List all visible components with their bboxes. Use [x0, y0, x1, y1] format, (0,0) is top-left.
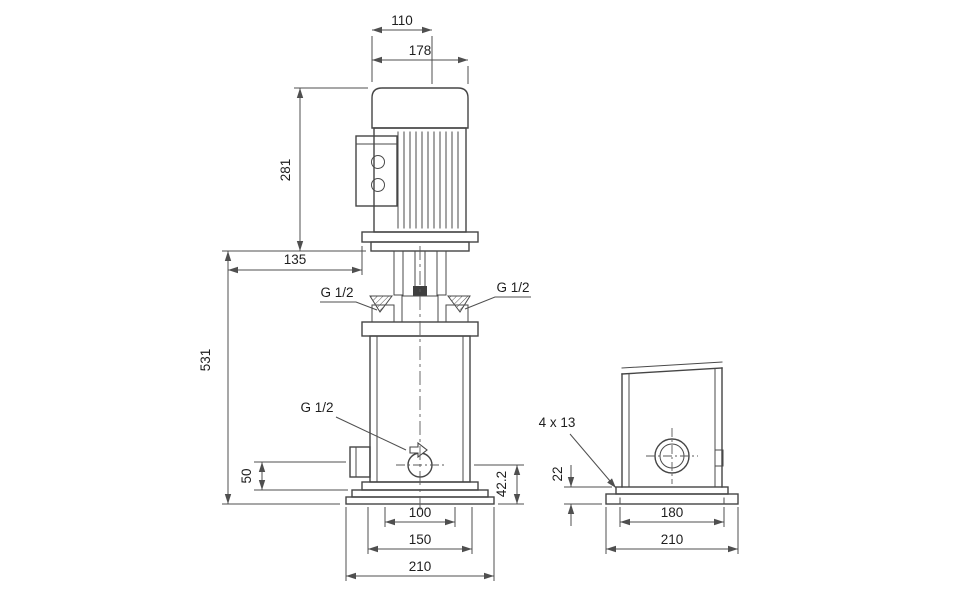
inlet-stub — [349, 446, 371, 478]
port-label: G 1/2 — [300, 400, 333, 415]
side-view — [605, 361, 739, 505]
base-plate-side — [605, 493, 739, 505]
leader-line — [320, 301, 378, 311]
dim-bolt-span-side: 180 — [619, 505, 725, 527]
label-port-top-right: G 1/2 — [464, 280, 531, 310]
dim-outlet-height: 42.2 — [474, 464, 524, 505]
lantern-column-left — [393, 250, 404, 296]
motor-stool-upper-flange — [361, 231, 479, 243]
dim-label: 110 — [391, 13, 413, 28]
dim-label: 50 — [239, 468, 254, 483]
leader-line — [569, 433, 617, 489]
cable-entry-hole — [371, 178, 385, 192]
leader-line — [464, 296, 531, 310]
dim-label: 150 — [409, 532, 432, 547]
thread-symbol-right — [447, 295, 471, 313]
dim-label: 281 — [278, 159, 293, 182]
motor-fan-cover — [371, 87, 469, 129]
pump-head — [361, 295, 479, 337]
cable-entry-hole — [371, 155, 385, 169]
drain-plug — [714, 449, 724, 467]
port-label: G 1/2 — [320, 285, 353, 300]
terminal-box — [355, 135, 398, 207]
dim-head-clearance: 135 — [228, 246, 363, 275]
motor-cooling-fins — [397, 131, 459, 229]
leader-line — [335, 416, 407, 451]
lantern-column-right — [436, 250, 447, 296]
dim-base-mid-span: 150 — [367, 507, 473, 554]
dim-base-width-side: 210 — [605, 507, 739, 554]
break-line-upper — [621, 361, 723, 369]
dim-base-plate-height: 22 — [550, 465, 612, 526]
dim-label: 22 — [550, 466, 565, 481]
dim-pump-height: 531 — [198, 251, 340, 505]
label-port-drain: G 1/2 — [300, 400, 407, 451]
dim-label: 531 — [198, 349, 213, 372]
port-label: G 1/2 — [496, 280, 529, 295]
dim-base-width-front: 210 — [345, 507, 495, 581]
base-flange-side — [615, 486, 729, 495]
dim-label: 100 — [409, 505, 432, 520]
motor — [355, 87, 479, 252]
label-port-top-left: G 1/2 — [320, 285, 378, 311]
dim-label: 210 — [409, 559, 432, 574]
dim-label: 178 — [409, 43, 432, 58]
break-line-lower — [621, 367, 723, 375]
dim-base-slot-span: 100 — [384, 505, 456, 527]
dim-label: 135 — [284, 252, 307, 267]
dim-motor-width: 178 — [372, 43, 469, 84]
dim-motor-height: 281 — [222, 87, 368, 252]
thread-symbol-left — [369, 295, 393, 313]
dim-label: 42.2 — [494, 471, 509, 497]
flow-direction-arrow-icon — [409, 441, 428, 459]
front-view — [345, 87, 495, 514]
dim-inlet-height: 50 — [239, 461, 348, 491]
note-bolt-holes: 4 x 13 — [539, 415, 617, 489]
dim-label: 210 — [661, 532, 684, 547]
dimensions: 110 178 281 135 531 G 1/2 G — [198, 13, 739, 581]
bolt-holes-label: 4 x 13 — [539, 415, 576, 430]
dim-label: 180 — [661, 505, 684, 520]
